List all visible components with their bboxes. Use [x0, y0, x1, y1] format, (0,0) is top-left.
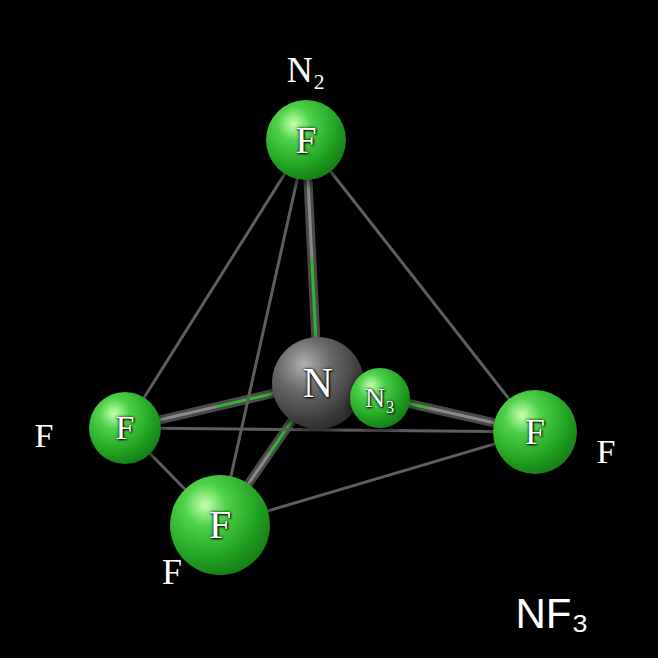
cage-edge [231, 179, 297, 476]
fluorine-atom: F [170, 475, 270, 575]
atom-symbol: F [209, 505, 231, 545]
atom-symbol: N [303, 362, 333, 404]
atom-symbol: F [116, 411, 135, 445]
atom-symbol: N₃ [365, 384, 395, 412]
back-atom: N₃ [350, 368, 410, 428]
bond [160, 393, 273, 419]
cage-edge [150, 454, 185, 490]
atom-label: F [162, 554, 182, 590]
atom-label: N₂ [287, 52, 326, 88]
nitrogen-atom: N [272, 337, 364, 429]
cage-edge [268, 444, 495, 511]
fluorine-atom: F [266, 100, 346, 180]
cage-edge [144, 174, 285, 398]
atom-symbol: F [295, 121, 316, 159]
fluorine-atom: F [493, 390, 577, 474]
atom-symbol: F [525, 414, 545, 450]
fluorine-atom: F [89, 392, 161, 464]
atom-label: F [35, 419, 54, 453]
formula-label: NF₃ [515, 593, 588, 635]
bond [308, 180, 316, 337]
cage-edge [161, 428, 493, 431]
atom-label: F [597, 435, 616, 469]
